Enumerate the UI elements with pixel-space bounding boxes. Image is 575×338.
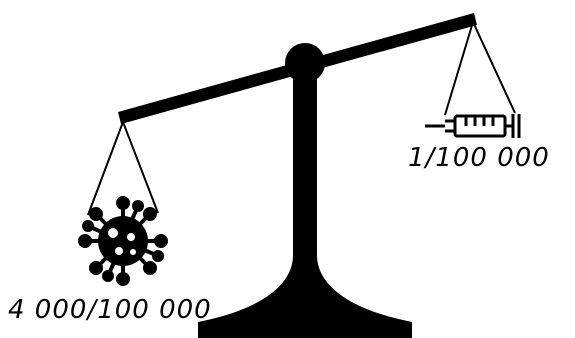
scale-pivot xyxy=(285,43,325,83)
left-pan-strings xyxy=(87,121,159,216)
right-ratio-label: 1/100 000 xyxy=(408,143,550,173)
virus-icon xyxy=(78,196,168,286)
scale-stand xyxy=(198,78,412,338)
syringe-icon xyxy=(425,114,521,138)
right-pan-strings xyxy=(444,21,516,116)
left-ratio-label: 4 000/100 000 xyxy=(8,295,212,325)
